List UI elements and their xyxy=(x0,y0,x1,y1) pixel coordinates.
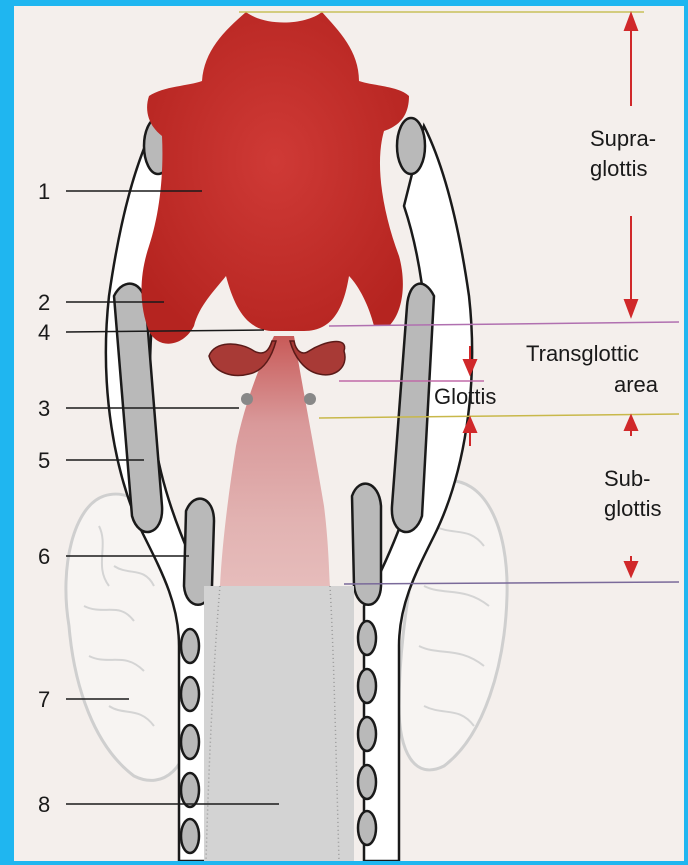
subglottis-label-2: glottis xyxy=(604,496,661,521)
region-arrows xyxy=(464,14,637,576)
label-8: 8 xyxy=(38,792,50,817)
diagram-frame: 1 2 4 3 5 6 7 8 Supra- glottis Transglot… xyxy=(14,6,684,861)
supraglottic-tissue xyxy=(142,12,410,344)
cricoid-right xyxy=(352,484,381,605)
subglottis-label-1: Sub- xyxy=(604,466,650,491)
supraglottis-label-1: Supra- xyxy=(590,126,656,151)
vocal-process-left xyxy=(241,393,253,405)
transglottic-label-2: area xyxy=(614,372,659,397)
label-3: 3 xyxy=(38,396,50,421)
transglottic-label-1: Transglottic xyxy=(526,341,639,366)
label-5: 5 xyxy=(38,448,50,473)
label-7: 7 xyxy=(38,687,50,712)
supraglottis-label-2: glottis xyxy=(590,156,647,181)
label-2: 2 xyxy=(38,290,50,315)
arytenoid-right xyxy=(397,118,425,174)
larynx-diagram: 1 2 4 3 5 6 7 8 Supra- glottis Transglot… xyxy=(14,6,684,861)
airway xyxy=(204,336,354,861)
label-4: 4 xyxy=(38,320,50,345)
number-labels: 1 2 4 3 5 6 7 8 xyxy=(38,179,50,817)
label-1: 1 xyxy=(38,179,50,204)
label-6: 6 xyxy=(38,544,50,569)
vocal-process-right xyxy=(304,393,316,405)
glottis-label: Glottis xyxy=(434,384,496,409)
